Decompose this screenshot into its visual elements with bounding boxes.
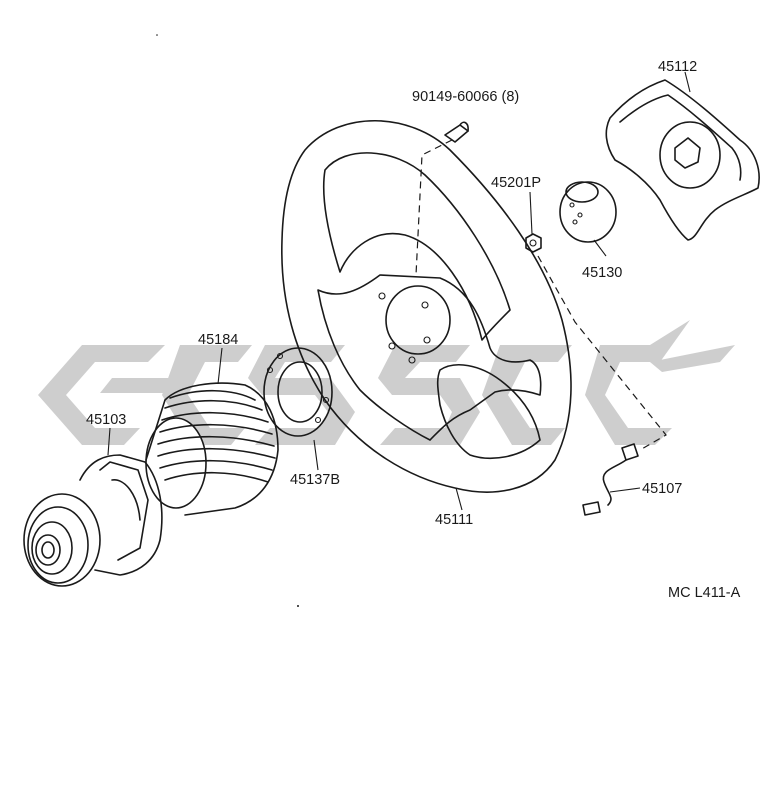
part-label-45112: 45112 [658, 59, 697, 75]
part-label-45137B: 45137B [290, 472, 340, 488]
boss-assembly-45103 [23, 454, 163, 587]
emblem-45130 [559, 181, 617, 243]
part-label-45201P: 45201P [491, 175, 541, 191]
nut-45201P [525, 233, 542, 253]
part-labels: 45112 90149-60066 (8) 45201P 45130 45184… [86, 59, 741, 601]
hub-45184 [145, 382, 279, 516]
part-label-45111: 45111 [435, 512, 473, 528]
leader-lines [107, 71, 691, 511]
assembly-dashed-lines [415, 139, 667, 451]
screw-90149 [444, 121, 469, 143]
watermark-logo [38, 320, 735, 445]
part-label-45103: 45103 [86, 412, 126, 428]
part-label-45184: 45184 [198, 332, 238, 348]
wire-harness-45107 [582, 443, 639, 516]
horn-pad-45112 [605, 79, 760, 241]
part-label-45107: 45107 [642, 481, 682, 497]
scan-specks [156, 34, 299, 607]
part-label-90149-60066: 90149-60066 (8) [412, 89, 519, 105]
drawing-code: MC L411-A [668, 585, 741, 601]
spacer-45137B [263, 347, 333, 437]
steering-wheel-45111 [281, 119, 572, 493]
part-label-45130: 45130 [582, 265, 622, 281]
